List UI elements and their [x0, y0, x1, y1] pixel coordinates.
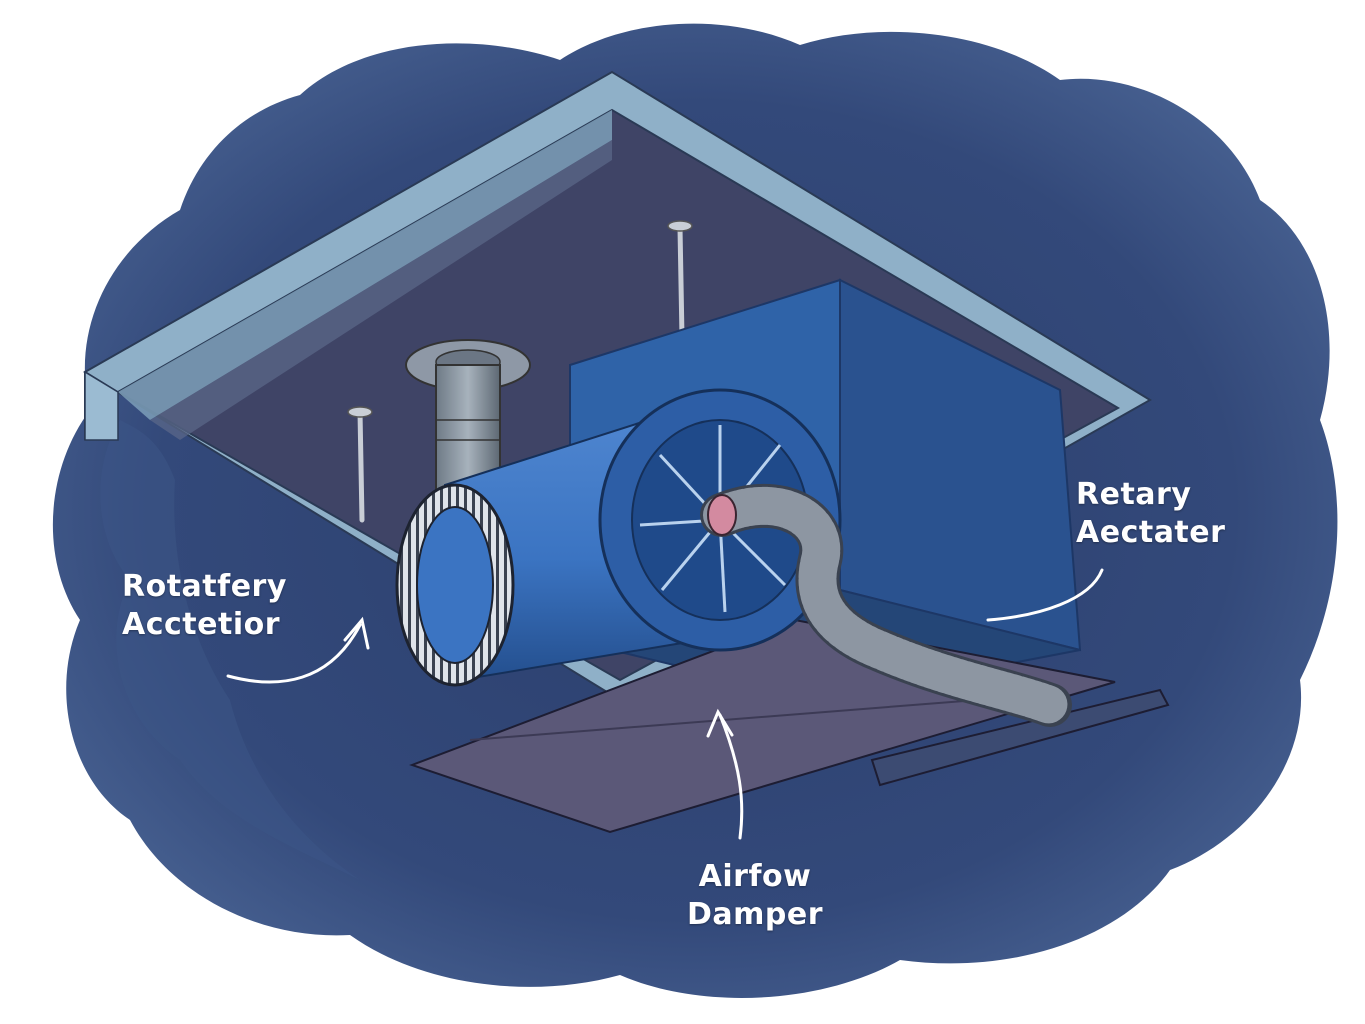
label-bottom-line2: Damper: [686, 897, 824, 932]
arrow-curve-icon: [226, 568, 1104, 840]
label-right-line2: Aectater: [1076, 515, 1226, 550]
label-airflow-damper: Airfow Damper: [660, 858, 850, 934]
label-right-line1: Retary: [1076, 477, 1192, 512]
label-rotary-actuator-right: Retary Aectater: [1076, 476, 1225, 552]
label-left-line1: Rotatfery: [122, 569, 287, 604]
flex-duct: [700, 483, 1072, 727]
label-left-line2: Acctetior: [122, 607, 281, 642]
label-bottom-line1: Airfow: [698, 859, 812, 894]
label-rotary-actuator-left: Rotatfery Acctetior: [122, 568, 287, 644]
